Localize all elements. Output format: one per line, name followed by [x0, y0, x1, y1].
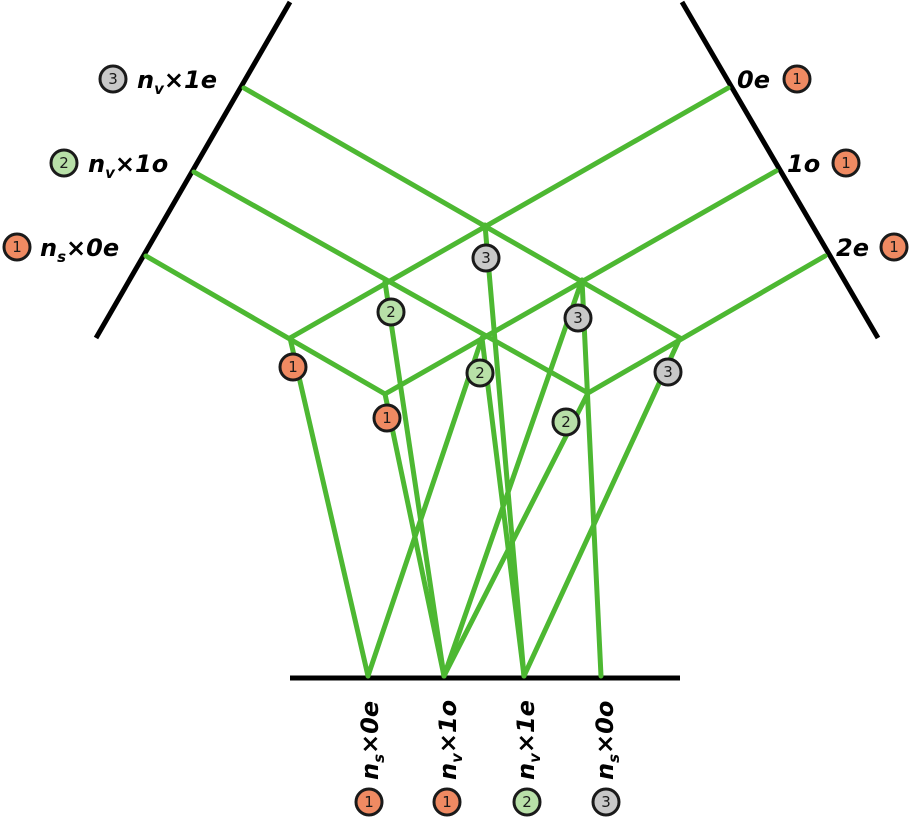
badge-circle — [465, 358, 495, 388]
badge-number: 1 — [792, 70, 802, 88]
left-labels: 3 nv×1e 2 nv×1o 1 ns×0e — [2, 64, 217, 266]
ray-down-8 — [441, 277, 585, 679]
label-text: nv×1e — [512, 700, 544, 780]
label-text: 2e — [836, 234, 869, 262]
badge-number: 3 — [481, 249, 491, 267]
badge-circle — [879, 232, 909, 262]
crossing-badge: 3 — [653, 357, 683, 387]
badge-circle — [591, 787, 621, 817]
badge-number: 3 — [663, 363, 673, 381]
badge-circle — [278, 352, 308, 382]
right-surface — [679, 0, 881, 340]
badge-circle — [563, 303, 593, 333]
crossing-badge: 1 — [372, 403, 402, 433]
badge-circle — [354, 787, 384, 817]
crossing-badge: 3 — [563, 303, 593, 333]
crossing-badge: 2 — [376, 297, 406, 327]
right-label: 0e 1 — [737, 64, 812, 94]
right-label: 2e 1 — [836, 232, 909, 262]
badge-number: 2 — [522, 793, 532, 811]
badge-circle — [372, 403, 402, 433]
badge-circle — [98, 64, 128, 94]
right-label: 1o 1 — [787, 148, 861, 178]
crossing-badge: 1 — [278, 352, 308, 382]
crossing-badges: 3 2 3 1 2 3 1 2 — [278, 243, 683, 437]
badge-number: 1 — [442, 793, 452, 811]
ray-right-0e — [287, 85, 731, 341]
ray-down-10 — [521, 335, 683, 679]
ray-down-4 — [365, 335, 485, 679]
bottom-label: ns×0o 3 — [591, 701, 623, 817]
label-text: nv×1o — [434, 700, 466, 780]
badge-number: 2 — [59, 154, 69, 172]
crossing-badge: 2 — [551, 407, 581, 437]
badge-circle — [376, 297, 406, 327]
crossing-badge: 2 — [465, 358, 495, 388]
label-text: nv×1e — [137, 66, 217, 98]
left-label: 1 ns×0e — [2, 232, 119, 266]
rays-from-left — [143, 85, 683, 397]
label-text: ns×0o — [591, 701, 623, 780]
ray-down-3 — [382, 279, 447, 679]
badge-number: 2 — [386, 303, 396, 321]
badge-circle — [831, 148, 861, 178]
badge-circle — [471, 243, 501, 273]
badge-circle — [551, 407, 581, 437]
badge-circle — [2, 232, 32, 262]
label-text: ns×0e — [356, 701, 388, 780]
badge-circle — [653, 357, 683, 387]
left-label: 2 nv×1o — [49, 148, 168, 182]
bottom-label: ns×0e 1 — [354, 701, 388, 817]
badge-circle — [512, 787, 542, 817]
badge-number: 3 — [573, 309, 583, 327]
left-label: 3 nv×1e — [98, 64, 217, 98]
right-labels: 0e 1 1o 1 2e 1 — [737, 64, 909, 262]
ray-left-1e — [241, 85, 683, 341]
label-text: nv×1o — [88, 150, 168, 182]
label-text: ns×0e — [40, 234, 119, 266]
badge-number: 1 — [364, 793, 374, 811]
ray-down-1 — [287, 335, 371, 679]
badge-number: 1 — [12, 238, 22, 256]
badge-circle — [432, 787, 462, 817]
badge-number: 1 — [288, 358, 298, 376]
ray-down-9 — [579, 277, 604, 679]
bottom-labels: ns×0e 1 nv×1o 1 nv×1e 2 ns×0o 3 — [354, 700, 623, 817]
badge-number: 3 — [108, 70, 118, 88]
ray-left-1o — [191, 169, 591, 396]
ray-down-7 — [441, 390, 591, 679]
ray-down-6 — [482, 222, 527, 679]
bottom-label: nv×1o 1 — [432, 700, 466, 817]
badge-circle — [49, 148, 79, 178]
crossing-badge: 3 — [471, 243, 501, 273]
rays-to-bottom — [287, 222, 683, 679]
badge-number: 2 — [475, 364, 485, 382]
bottom-label: nv×1e 2 — [512, 700, 544, 817]
badge-number: 3 — [601, 793, 611, 811]
badge-number: 1 — [841, 154, 851, 172]
ray-right-2e — [585, 253, 828, 396]
badge-number: 2 — [561, 413, 571, 431]
label-text: 0e — [737, 66, 770, 94]
ray-left-0e — [143, 253, 388, 397]
badge-number: 1 — [889, 238, 899, 256]
badge-circle — [782, 64, 812, 94]
label-text: 1o — [787, 150, 820, 178]
badge-number: 1 — [382, 409, 392, 427]
